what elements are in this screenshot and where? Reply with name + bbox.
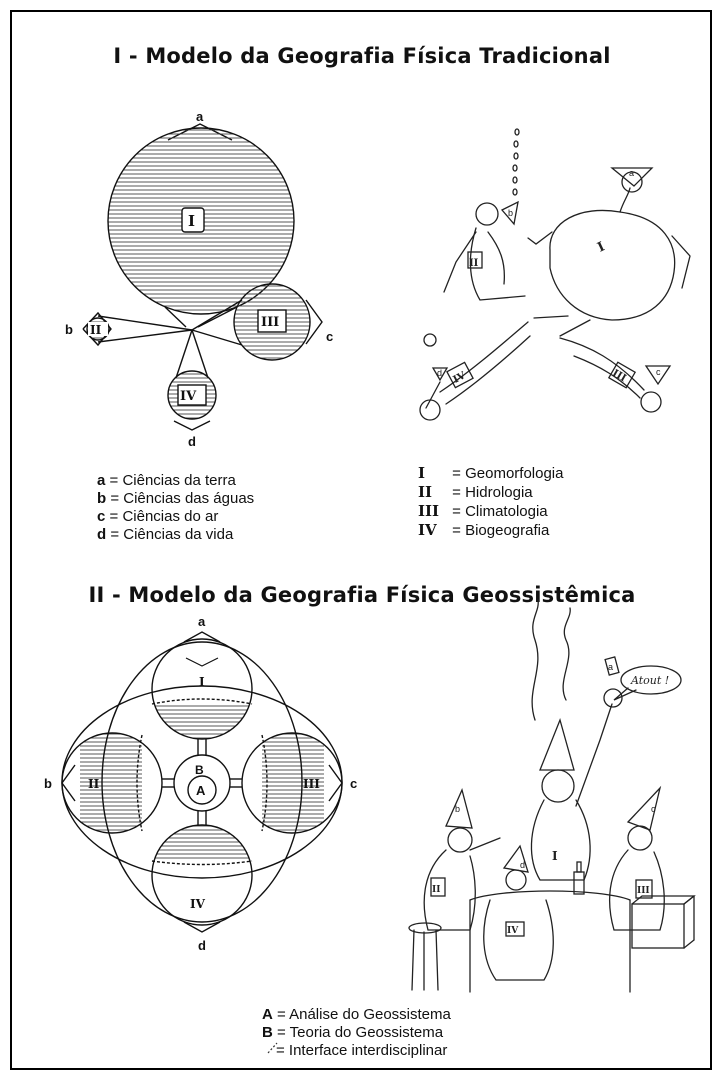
legend-geosystem: A = Análise do Geossistema B = Teoria do… (262, 1006, 451, 1060)
traditional-cartoon (419, 128, 691, 421)
funnel-d (431, 367, 449, 382)
funnel-a (610, 167, 654, 187)
geo-label-III: III (303, 777, 320, 791)
cartoon-label-b: b (508, 208, 513, 218)
label-III: III (261, 315, 279, 330)
geosystemic-model-diagram (61, 631, 343, 933)
legend-item-c: c = Ciências do ar (97, 508, 219, 525)
crate (631, 903, 685, 949)
legend-roman: I = Geomorfologia II = Hidrologia III = … (418, 464, 563, 540)
cartoon2-label-II: II (432, 885, 440, 895)
legend-item-interface: = Interface interdisciplinar (276, 1042, 448, 1059)
legend-item-b: b = Ciências das águas (97, 490, 255, 507)
geo-label-B: B (195, 763, 204, 777)
geo-label-d: d (198, 938, 206, 953)
label-II: II (90, 323, 102, 337)
page-frame (10, 10, 712, 1070)
geo-label-c: c (350, 776, 357, 791)
cartoon2-label-III: III (637, 886, 650, 896)
geo-label-II: II (88, 777, 100, 791)
drip-dots (512, 128, 520, 196)
legend-item-a: a = Ciências da terra (97, 472, 236, 489)
cartoon-label-I: I (595, 239, 607, 255)
geo-label-b: b (44, 776, 52, 791)
traditional-model-diagram (82, 123, 323, 431)
cartoon-label-d: d (437, 368, 442, 378)
speech-bubble (620, 665, 682, 695)
label-IV: IV (180, 389, 197, 404)
cartoon2-label-c: c (651, 804, 656, 814)
label-b: b (65, 322, 73, 337)
legend-item-d: d = Ciências da vida (97, 526, 234, 543)
label-c: c (326, 329, 333, 344)
speech-text: Atout ! (630, 674, 669, 687)
legend-item-III: III = Climatologia (418, 502, 548, 520)
legend-item-I: I = Geomorfologia (418, 464, 564, 482)
circle-IV-geo (151, 824, 253, 926)
cartoon2-label-I: I (552, 849, 558, 863)
section1-title: I - Modelo da Geografia Física Tradicion… (113, 44, 611, 68)
cartoon2-label-d: d (520, 860, 525, 870)
geosystemic-cartoon (408, 599, 696, 993)
label-box-I (181, 207, 205, 233)
circle-A (187, 775, 217, 805)
legend-item-II: II = Hidrologia (418, 483, 533, 501)
section2-title: II - Modelo da Geografia Física Geossist… (88, 583, 636, 607)
cartoon2-label-b: b (455, 804, 460, 814)
cartoon-label-a: a (629, 168, 634, 178)
funnel-b (500, 200, 519, 226)
label-a: a (196, 109, 204, 124)
figure-I-body (549, 209, 676, 321)
geo-label-I: I (199, 675, 205, 689)
cartoon2-label-IV: IV (507, 926, 519, 936)
label-d: d (188, 434, 196, 449)
cartoon-label-II: II (469, 258, 479, 269)
hat-center (539, 717, 575, 771)
legend-item-B: B = Teoria do Geossistema (262, 1024, 444, 1041)
cartoon2-label-a: a (608, 662, 613, 672)
geo-label-a: a (198, 614, 206, 629)
cartoon-label-c: c (656, 367, 661, 377)
label-I: I (188, 212, 195, 230)
legend-item-IV: IV = Biogeografia (418, 521, 550, 539)
cartoon-label-IV: IV (452, 370, 468, 386)
legend-letters: a = Ciências da terra b = Ciências das á… (97, 472, 254, 544)
funnel-c (644, 365, 672, 386)
chevron-d (173, 420, 211, 431)
geo-label-A: A (196, 783, 206, 798)
hat-left (445, 788, 473, 829)
circle-I-geo (151, 638, 253, 740)
legend-item-A: A = Análise do Geossistema (262, 1006, 451, 1023)
diamond-II (82, 311, 112, 347)
outer-ellipse-vertical (101, 641, 303, 923)
geo-label-IV: IV (190, 897, 206, 911)
